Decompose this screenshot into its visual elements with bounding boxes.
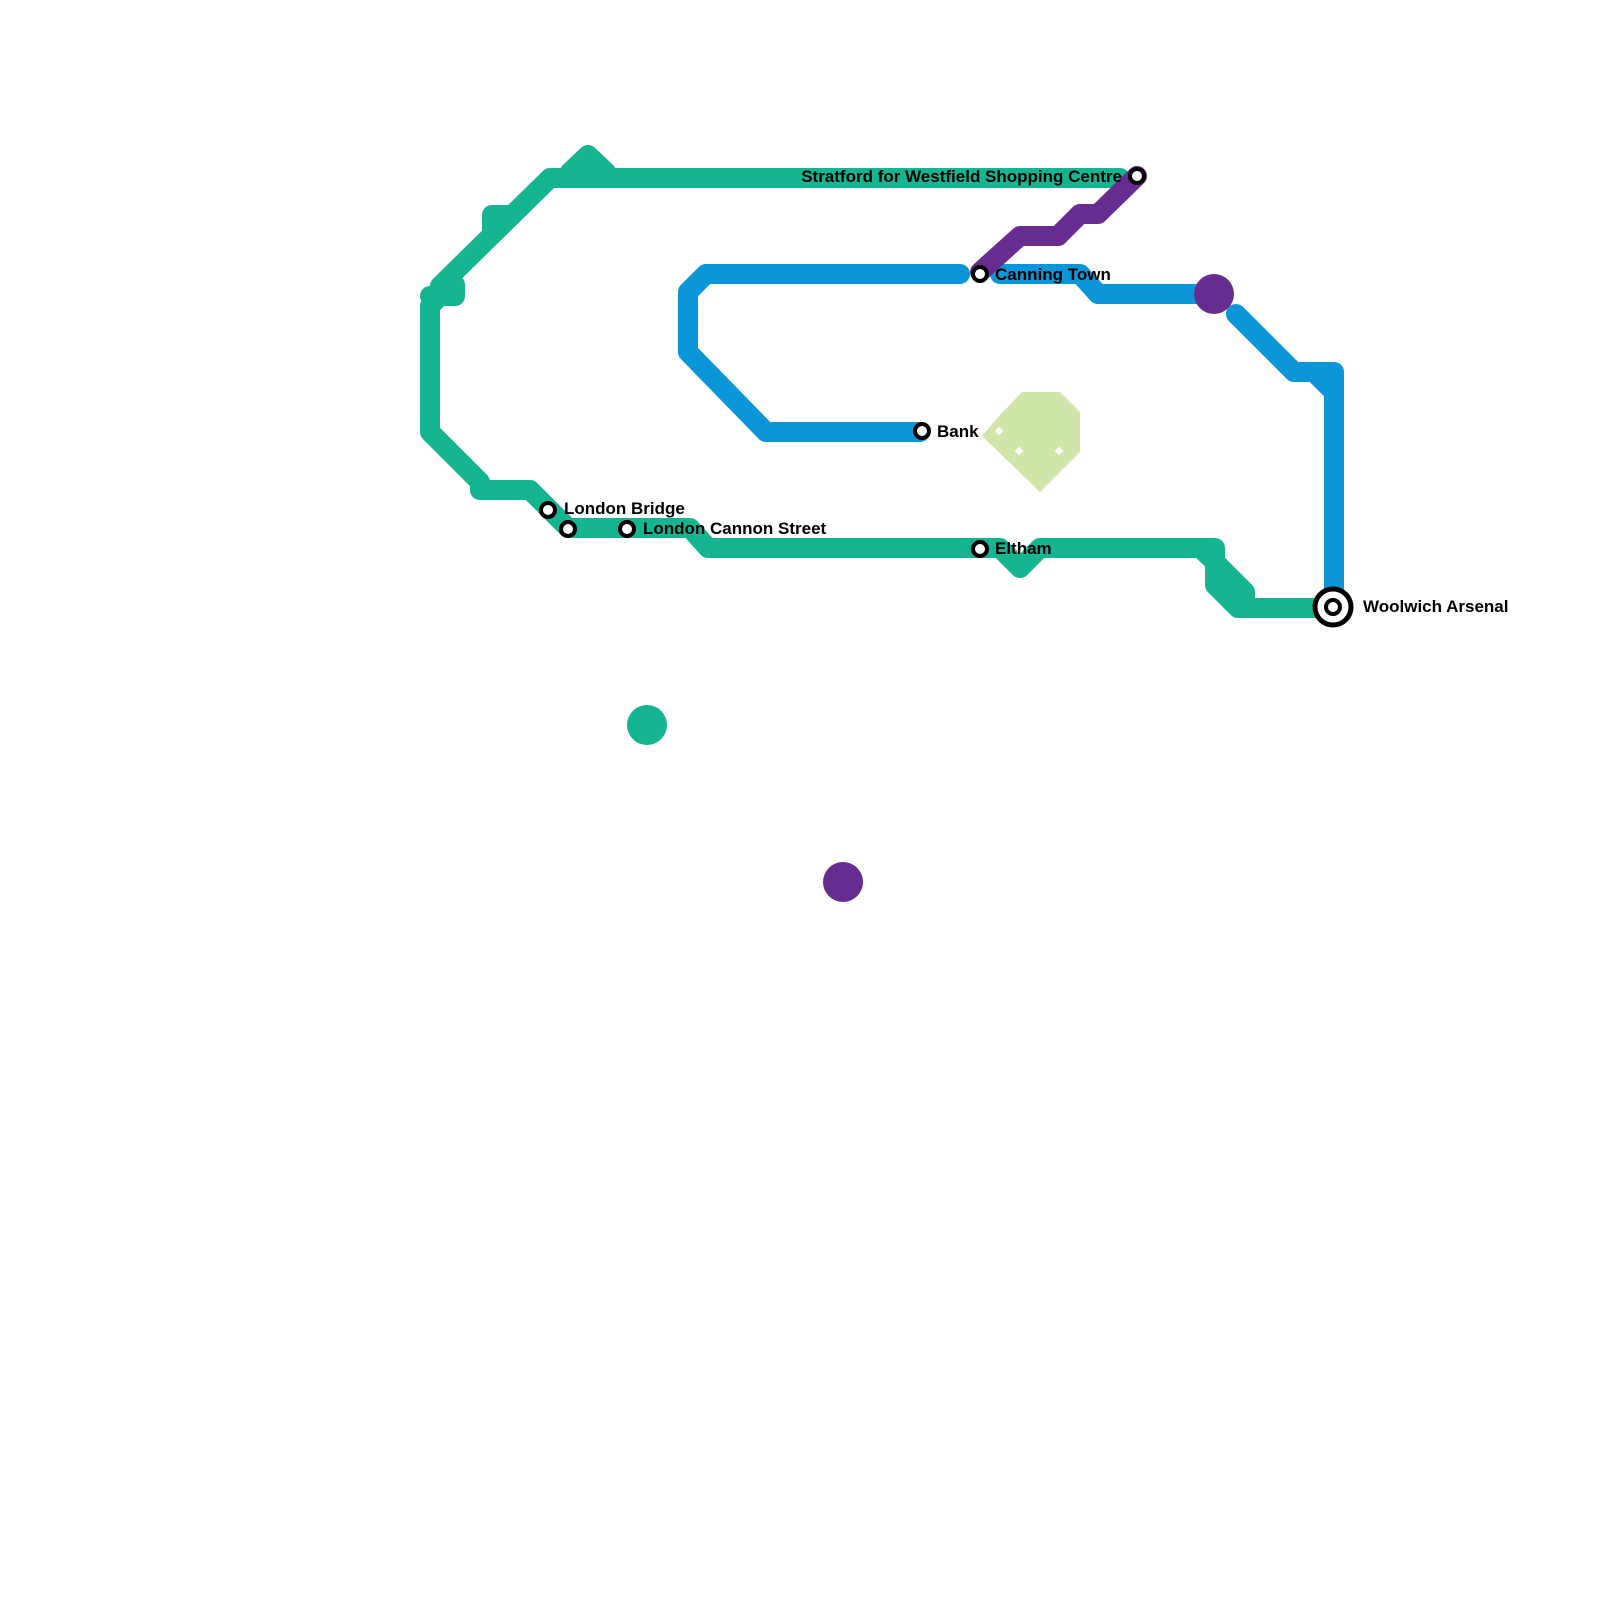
station-label-woolwich-arsenal: Woolwich Arsenal [1363,597,1508,616]
park-marker [994,426,1004,436]
station-label-stratford: Stratford for Westfield Shopping Centre [801,167,1122,186]
purple-dot[interactable] [823,862,863,902]
blue-line[interactable] [678,264,1344,600]
green-line[interactable] [420,145,1330,618]
station-woolwich-arsenal[interactable] [1312,586,1354,628]
station-label-canning-town: Canning Town [995,265,1111,284]
purple-interchange-dot[interactable] [1194,274,1234,314]
station-label-london-cannon-street: London Cannon Street [643,519,827,538]
station-unnamed[interactable] [559,520,577,538]
station-eltham[interactable] [971,540,989,558]
station-london-bridge[interactable] [539,501,557,519]
station-label-bank: Bank [937,422,979,441]
purple-line[interactable] [970,166,1147,282]
park-area [982,392,1080,492]
station-label-eltham: Eltham [995,539,1052,558]
station-canning-town[interactable] [971,265,989,283]
green-dot[interactable] [627,705,667,745]
park-marker [1014,446,1024,456]
station-label-london-bridge: London Bridge [564,499,685,518]
park-marker [1054,446,1064,456]
station-bank[interactable] [913,422,931,440]
station-london-cannon-street[interactable] [618,520,636,538]
station-stratford[interactable] [1128,167,1146,185]
